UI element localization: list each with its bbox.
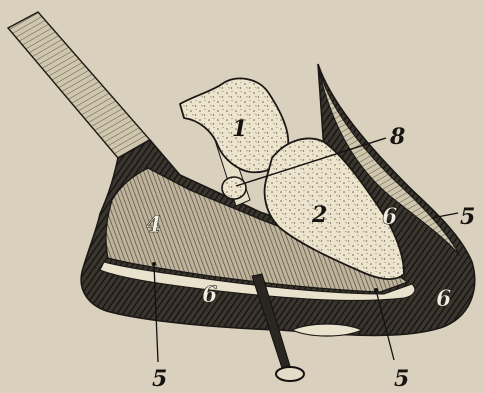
label-region-4: 4 (146, 212, 161, 238)
navicular-bone (222, 177, 246, 199)
label-region-6-lower: 6 (436, 286, 451, 312)
label-5-bottom-left: 5 (152, 366, 167, 392)
label-region-6-sole: 6 (202, 282, 217, 308)
label-bone-1: 1 (232, 116, 247, 142)
label-5-bottom-right: 5 (394, 366, 409, 392)
label-8: 8 (389, 124, 405, 150)
leader-dot (152, 262, 156, 266)
skin-band (8, 12, 150, 158)
label-bone-2: 2 (311, 202, 327, 228)
label-5-right: 5 (460, 204, 475, 230)
leader-dot (374, 288, 378, 292)
label-region-6-front: 6 (382, 204, 397, 230)
